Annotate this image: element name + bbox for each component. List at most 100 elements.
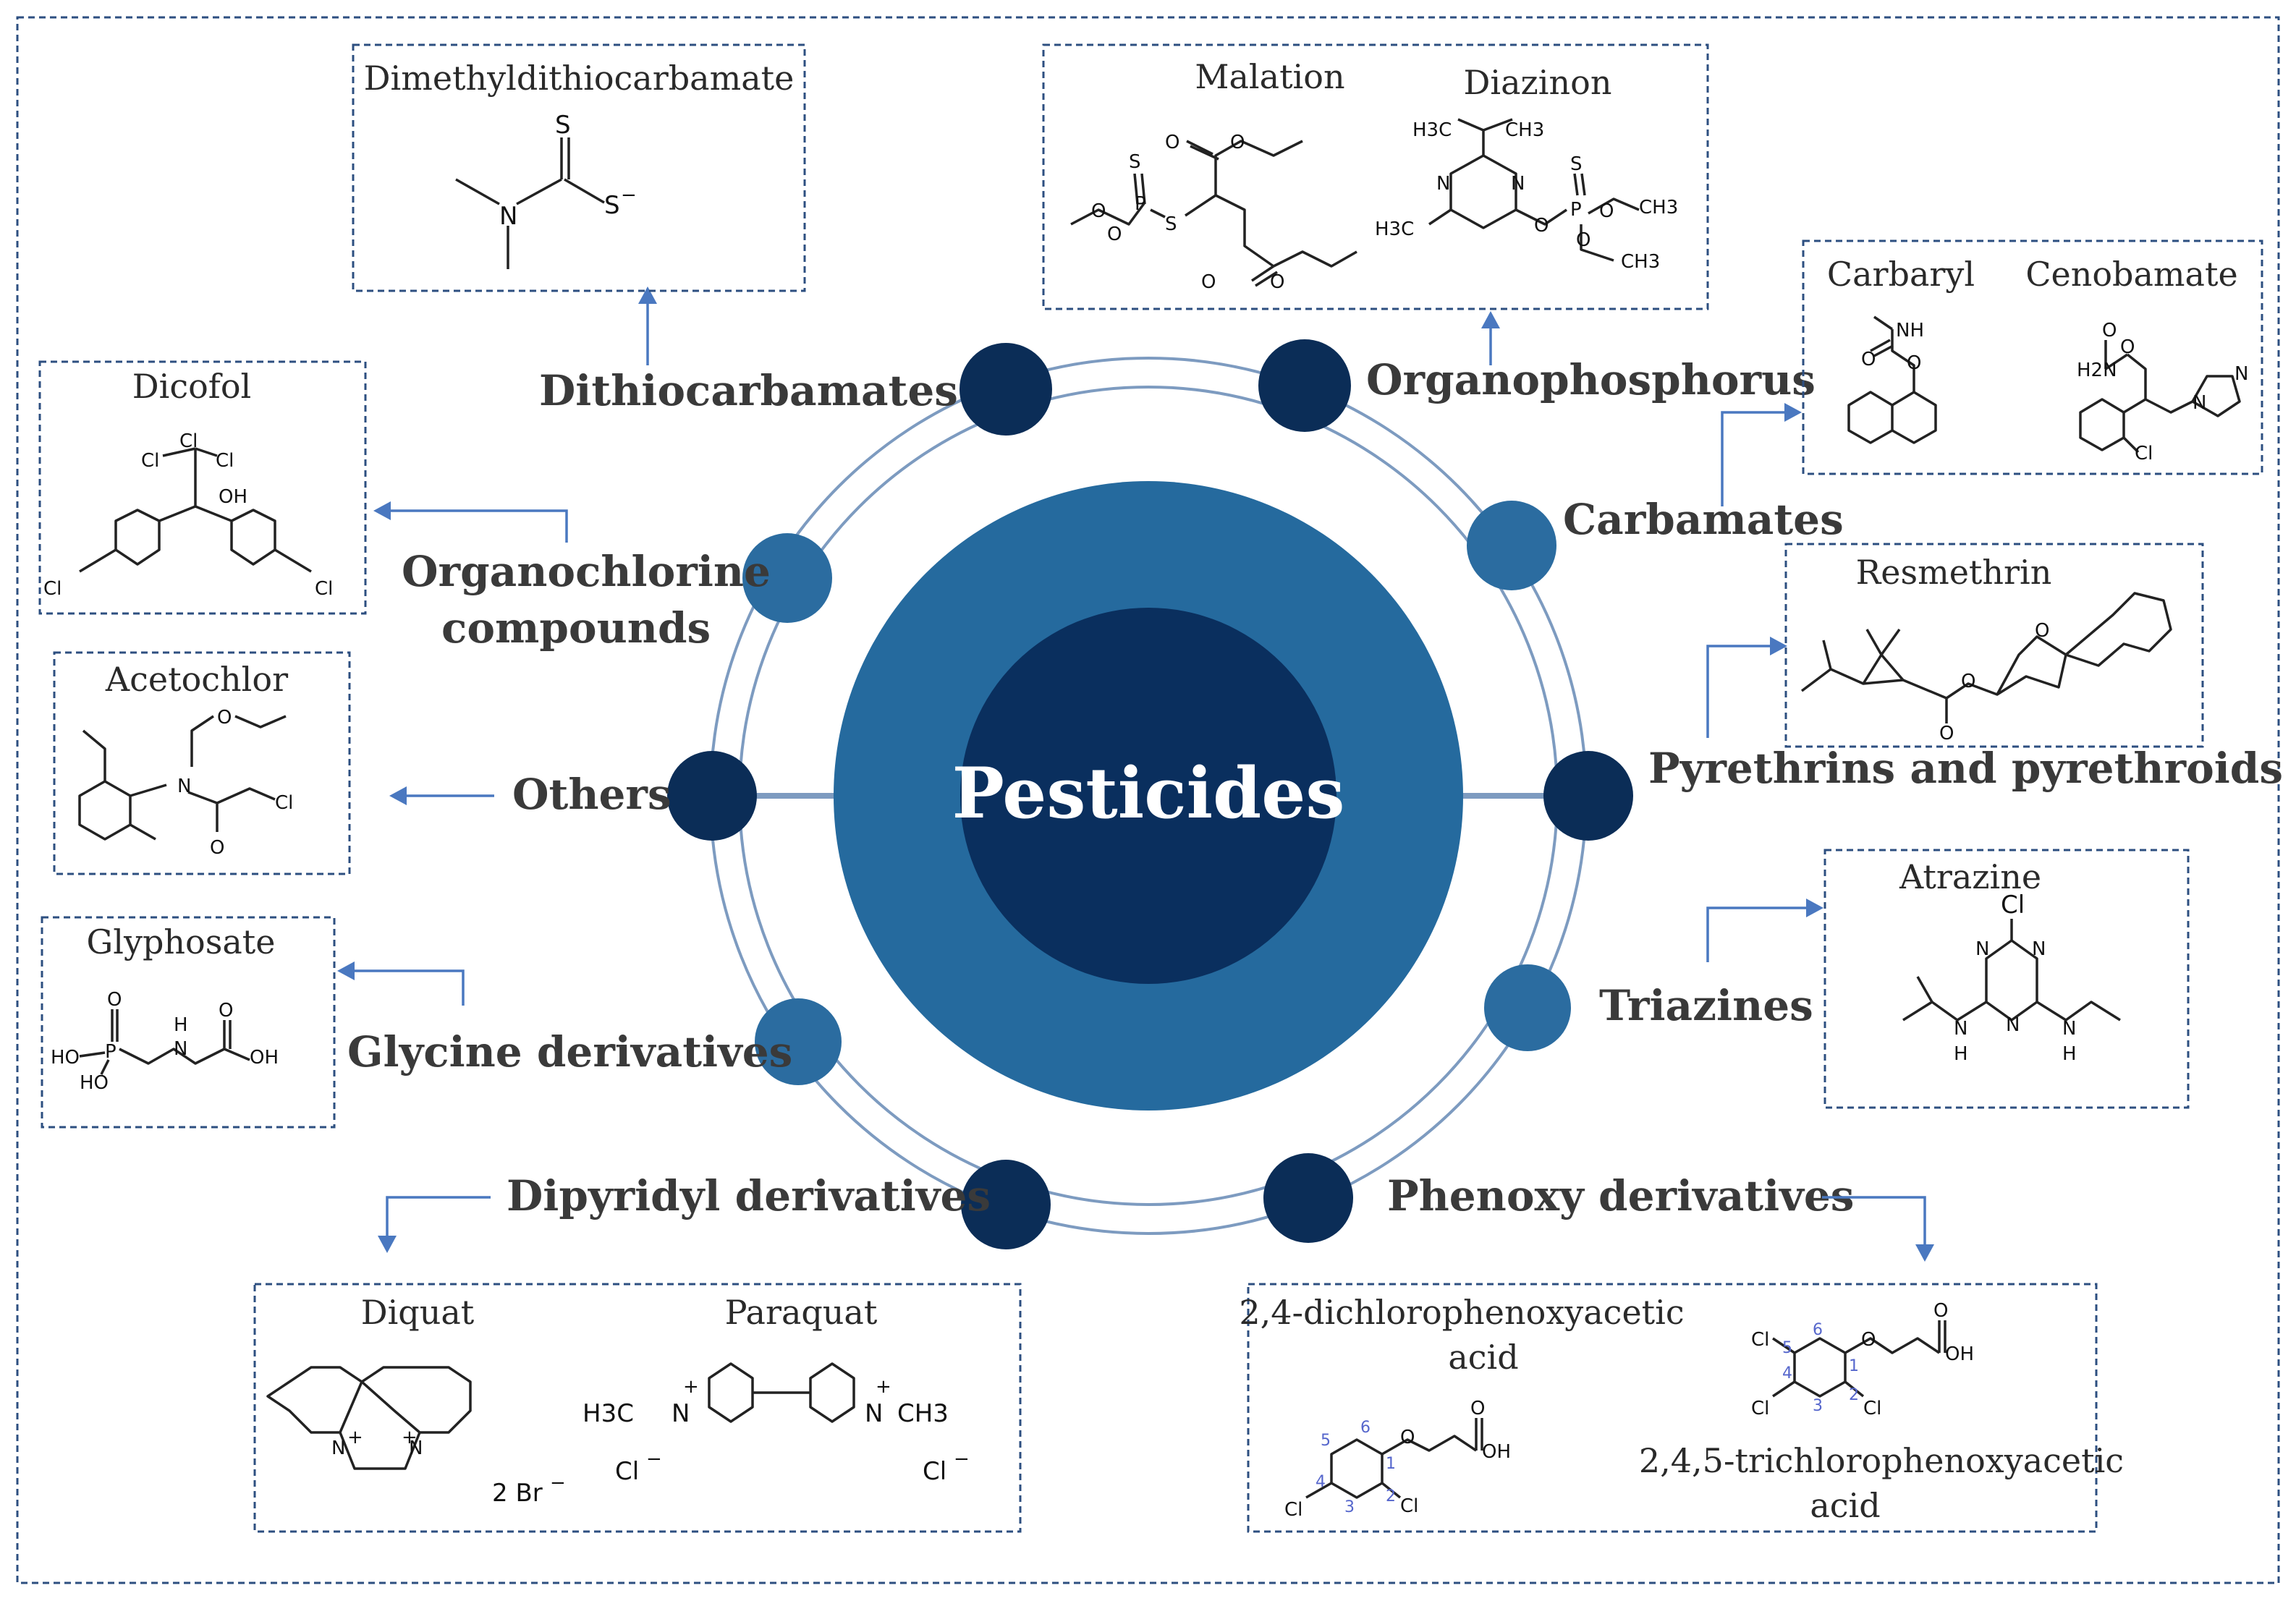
svg-text:OH: OH [219, 486, 247, 508]
svg-text:O: O [1861, 1329, 1876, 1351]
svg-text:6: 6 [1813, 1321, 1823, 1339]
structure-carbaryl: NH O O [1847, 315, 1937, 444]
charge-minus: − [621, 184, 637, 206]
svg-text:O: O [1861, 349, 1876, 370]
node-dipyridyl [961, 1160, 1051, 1249]
svg-text:P: P [1570, 199, 1582, 221]
svg-text:Cl: Cl [275, 792, 293, 814]
svg-text:5: 5 [1782, 1339, 1792, 1357]
title-24d-1: 2,4-dichlorophenoxyacetic [1239, 1293, 1684, 1332]
svg-text:O: O [1201, 271, 1216, 293]
svg-text:N: N [2032, 938, 2046, 960]
svg-text:O: O [210, 837, 224, 859]
svg-text:N: N [174, 1038, 187, 1060]
svg-text:N: N [331, 1437, 345, 1459]
box-phenoxy: 2,4-dichlorophenoxyacetic acid 2,4,5-tri… [1239, 1283, 2124, 1533]
svg-text:S: S [1165, 213, 1177, 235]
box-dicofol: Dicofol Cl Cl Cl OH Cl Cl [38, 360, 367, 615]
atom-s: S [555, 111, 571, 140]
svg-text:N: N [865, 1399, 883, 1428]
node-triazines [1484, 964, 1571, 1051]
node-glycine [755, 998, 842, 1085]
svg-text:H: H [2062, 1043, 2077, 1065]
title-cenobamate: Cenobamate [2025, 255, 2237, 294]
svg-text:Cl: Cl [2001, 891, 2025, 920]
svg-text:O: O [219, 1000, 233, 1022]
svg-text:−: − [550, 1472, 566, 1494]
box-dipyridyl: Diquat Paraquat N N + + 2 Br − H3C N + C… [253, 1283, 1022, 1533]
svg-text:3: 3 [1813, 1397, 1823, 1415]
svg-text:O: O [107, 989, 122, 1011]
title-24d-2: acid [1448, 1338, 1518, 1377]
svg-text:O: O [1470, 1398, 1485, 1419]
svg-text:Cl: Cl [2135, 443, 2153, 464]
svg-text:Cl: Cl [179, 430, 198, 452]
label-glycine: Glycine derivatives [347, 1027, 792, 1076]
svg-text:OH: OH [1945, 1343, 1974, 1365]
svg-text:H3C: H3C [1412, 119, 1452, 141]
structure-24d: O O OH Cl Cl 1 2 3 4 5 6 [1284, 1398, 1511, 1521]
svg-text:1: 1 [1386, 1455, 1396, 1473]
svg-text:O: O [1107, 224, 1122, 245]
title-acetochlor: Acetochlor [105, 660, 288, 699]
title-resmethrin: Resmethrin [1856, 553, 2052, 592]
svg-text:Cl: Cl [216, 450, 234, 472]
node-organophosphorus [1258, 339, 1351, 432]
atom-s-minus: S [604, 191, 620, 220]
svg-text:H2N: H2N [2077, 360, 2117, 381]
svg-text:N: N [2193, 392, 2206, 414]
svg-text:HO: HO [51, 1047, 80, 1069]
svg-text:CH3: CH3 [897, 1399, 949, 1428]
svg-text:HO: HO [80, 1072, 109, 1094]
svg-text:O: O [1270, 271, 1284, 293]
svg-text:O: O [1165, 132, 1179, 153]
title-dicofol: Dicofol [132, 367, 251, 406]
title-malation: Malation [1195, 57, 1344, 96]
outer-frame [16, 16, 2280, 1584]
node-others [667, 751, 757, 841]
svg-text:+: + [876, 1376, 891, 1398]
svg-text:Cl: Cl [141, 450, 159, 472]
svg-text:N: N [409, 1437, 423, 1459]
svg-text:2: 2 [1386, 1487, 1396, 1506]
title-atrazine: Atrazine [1899, 857, 2041, 896]
structure-malation: S P O O S O O O O [1070, 132, 1357, 293]
box-resmethrin: Resmethrin O O O [1784, 543, 2204, 748]
svg-text:O: O [1534, 215, 1549, 237]
label-triazines: Triazines [1599, 981, 1813, 1030]
label-organochlorine-1: Organochlorine [402, 547, 771, 596]
svg-text:P: P [105, 1041, 117, 1063]
svg-text:OH: OH [250, 1047, 279, 1069]
svg-text:−: − [954, 1448, 970, 1470]
svg-text:O: O [1576, 229, 1590, 251]
label-carbamates: Carbamates [1563, 495, 1844, 544]
svg-text:O: O [1907, 352, 1921, 374]
svg-text:Cl: Cl [43, 578, 62, 600]
svg-text:Cl: Cl [1751, 1398, 1769, 1419]
svg-text:O: O [2120, 336, 2135, 358]
svg-text:P: P [1135, 193, 1146, 215]
structure-245t: O O OH Cl Cl Cl 1 2 3 4 5 6 [1751, 1300, 1974, 1419]
svg-text:−: − [646, 1448, 662, 1470]
svg-text:+: + [683, 1376, 699, 1398]
svg-text:S: S [1129, 151, 1141, 173]
svg-text:H3C: H3C [1375, 218, 1414, 240]
label-pyrethrins: Pyrethrins and pyrethroids [1648, 744, 2283, 793]
svg-text:O: O [1400, 1427, 1415, 1448]
atom-n: N [499, 202, 517, 231]
svg-text:O: O [1599, 200, 1614, 222]
box-atrazine: Atrazine Cl N N N N H N H [1823, 849, 2190, 1109]
center-hub: Pesticides [709, 357, 1588, 1235]
structure-paraquat: H3C N + CH3 N + Cl − Cl − [583, 1362, 970, 1486]
node-carbamates [1467, 501, 1556, 590]
label-dithiocarbamates: Dithiocarbamates [539, 366, 958, 415]
svg-text:N: N [1436, 173, 1450, 195]
node-phenoxy [1263, 1153, 1353, 1243]
title-glyphosate: Glyphosate [87, 922, 276, 961]
structure-diazinon: H3C CH3 N N H3C O P S O O CH3 CH3 [1375, 118, 1678, 273]
orbit-nodes [667, 339, 1633, 1249]
svg-text:6: 6 [1360, 1419, 1371, 1437]
center-title: Pesticides [952, 752, 1345, 834]
svg-text:Cl: Cl [615, 1457, 639, 1486]
svg-text:O: O [2102, 320, 2117, 341]
